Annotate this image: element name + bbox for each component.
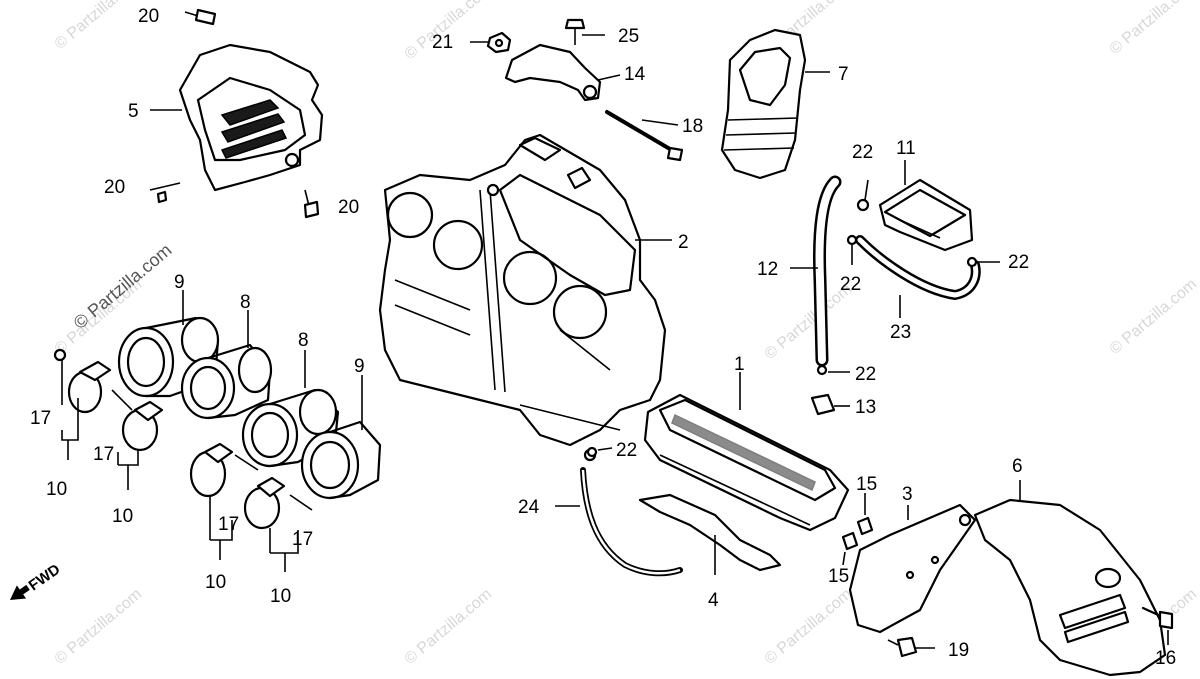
callout-22: 22 [840, 274, 861, 295]
callout-8: 8 [240, 292, 251, 313]
callout-14: 14 [624, 64, 646, 85]
part-breather-tube [813, 175, 842, 367]
part-clamp-4 [243, 476, 313, 530]
part-clamp-3 [189, 442, 259, 498]
part-boot-left-outer [117, 316, 220, 398]
part-boot-left-inner [180, 343, 273, 420]
callout-22: 22 [855, 364, 876, 385]
callout-11: 11 [896, 138, 916, 159]
fwd-arrow-icon: FWD [10, 561, 64, 600]
callout-20: 20 [104, 177, 125, 198]
part-breather-box [878, 178, 974, 252]
part-air-cleaner-case [378, 133, 667, 447]
callout-10: 10 [205, 572, 226, 593]
watermark-text: © Partzilla.com [402, 586, 496, 668]
watermark-text: © Partzilla.com [762, 586, 856, 668]
callout-16: 16 [1155, 648, 1176, 669]
part-bolt-16 [1141, 606, 1174, 630]
part-bracket [504, 43, 602, 102]
callout-5: 5 [128, 101, 139, 122]
callout-21: 21 [432, 32, 453, 53]
watermark-text: © Partzilla.com [52, 0, 146, 53]
callout-22: 22 [616, 440, 637, 461]
callout-22: 22 [1008, 252, 1029, 273]
watermark-text: © Partzilla.com [1107, 276, 1200, 358]
part-duct [720, 28, 807, 180]
callout-6: 6 [1012, 456, 1023, 477]
callout-15: 15 [828, 566, 849, 587]
callout-22: 22 [852, 142, 873, 163]
part-plate [848, 503, 977, 634]
part-bolt-left [149, 182, 181, 204]
callout-17: 17 [292, 529, 313, 550]
callout-20: 20 [138, 6, 159, 27]
callout-17: 17 [218, 514, 239, 535]
callout-23: 23 [890, 322, 911, 343]
part-screws [841, 516, 874, 551]
callout-10: 10 [46, 479, 67, 500]
part-bolt-19 [887, 636, 918, 658]
callout-10: 10 [270, 586, 291, 607]
callout-9: 9 [174, 272, 185, 293]
part-clamp-1 [53, 348, 112, 414]
leader-lines [61, 34, 1169, 649]
callouts: 20 5 20 20 21 25 14 18 7 2 22 11 12 22 2… [30, 6, 1176, 669]
callout-7: 7 [838, 64, 849, 85]
callout-18: 18 [682, 116, 703, 137]
part-boot-right-outer [300, 420, 382, 500]
part-clips [586, 198, 978, 458]
callout-10: 10 [112, 506, 133, 527]
part-bolt-right [303, 189, 320, 219]
callout-2: 2 [678, 232, 689, 253]
callout-24: 24 [518, 497, 540, 518]
callout-3: 3 [902, 484, 913, 505]
callout-12: 12 [757, 259, 778, 280]
callout-25: 25 [618, 26, 639, 47]
part-nut [486, 31, 512, 54]
watermark-text: © Partzilla.com [70, 240, 176, 333]
part-bolt-top [184, 8, 217, 26]
callout-19: 19 [948, 640, 969, 661]
part-small-bolt [564, 18, 586, 45]
part-drain-plug [810, 393, 836, 416]
part-side-cover [973, 498, 1167, 677]
part-air-filter-element [643, 393, 850, 532]
part-lower-bracket [638, 493, 782, 572]
watermark-text: © Partzilla.com [1107, 0, 1200, 58]
fwd-label: FWD [26, 561, 64, 595]
part-long-bolt [605, 110, 684, 162]
callout-17: 17 [30, 408, 51, 429]
watermark-text: © Partzilla.com [52, 586, 146, 668]
callout-20: 20 [338, 197, 359, 218]
callout-15: 15 [856, 474, 877, 495]
callout-9: 9 [354, 356, 365, 377]
callout-4: 4 [708, 590, 719, 611]
callout-13: 13 [855, 397, 876, 418]
callout-8: 8 [298, 330, 309, 351]
part-hose-23 [855, 235, 981, 301]
callout-1: 1 [734, 354, 745, 375]
callout-17: 17 [93, 444, 114, 465]
part-boot-right-inner [241, 388, 340, 468]
part-clamp-2 [111, 389, 164, 452]
part-upper-cover [178, 43, 324, 192]
